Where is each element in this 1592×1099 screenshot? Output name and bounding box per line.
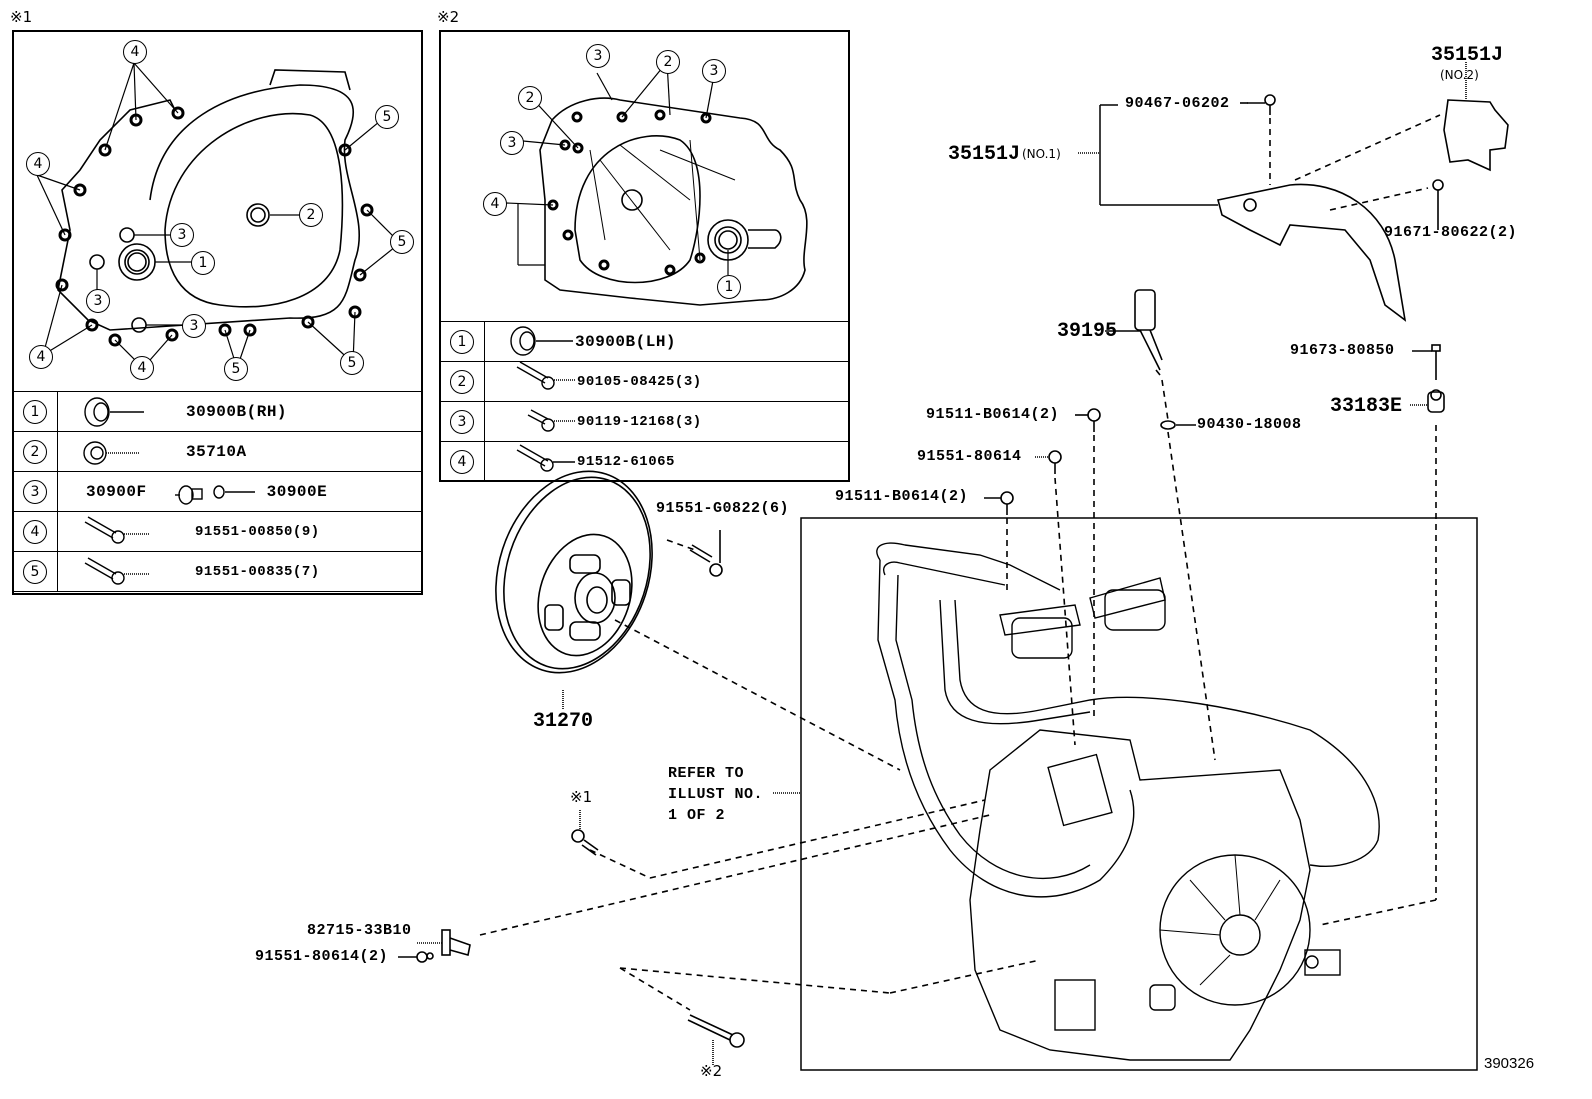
table-row: 1 30900B(RH) [12,391,423,432]
bolt-clip-drawing [416,951,434,963]
callout-3: 3 [86,289,110,313]
clip-drawing [441,929,471,957]
part-number[interactable]: 91551-00835(7) [195,563,320,580]
transaxle-assembly-drawing [876,542,1380,1061]
part-number[interactable]: 35710A [186,442,247,461]
callout-4: 4 [29,345,53,369]
panel1-marker: ※1 [10,8,33,26]
callout-5: 5 [340,351,364,375]
row-number: 2 [23,439,47,464]
callout-5: 5 [224,357,248,381]
ref1-marker: ※1 [570,788,593,806]
callout-3: 3 [182,314,206,338]
callout-3: 3 [500,131,524,155]
part-label-bracket-bolt[interactable]: 91671-80622(2) [1384,224,1518,241]
part-number[interactable]: 91512-61065 [577,453,675,470]
callout-5: 5 [375,105,399,129]
illustration-id: 390326 [1484,1055,1535,1072]
part-label-bolt-b[interactable]: 91551-80614 [917,448,1022,465]
table-row: 1 30900B(LH) [439,321,850,362]
callout-1: 1 [717,275,741,299]
ref2-bolt-drawing [687,1014,745,1048]
panel2-marker: ※2 [437,8,460,26]
part-label-screw[interactable]: 90467-06202 [1125,95,1230,112]
table-row: 5 91551-00835(7) [12,551,423,592]
part-label-dipstick[interactable]: 39195 [1057,320,1118,343]
callout-2: 2 [299,203,323,227]
bracket-no1-drawing [1217,183,1407,322]
ref1-bolt-drawing [571,829,599,856]
part-label-mount[interactable]: 33183E [1330,395,1403,418]
callout-2: 2 [656,50,680,74]
part-number[interactable]: 91551-00850(9) [195,523,320,540]
refer-note-line: REFER TO [668,765,745,782]
row-number: 1 [23,399,47,424]
row-number: 4 [450,449,474,474]
panel2-parts-table: 1 30900B(LH) 2 90105-08425(3) 3 90119-12… [439,321,850,482]
part-label-bolt-a[interactable]: 91511-B0614(2) [926,406,1060,423]
dipstick-drawing [1134,289,1163,376]
bolt-mount-drawing [1431,344,1441,380]
row-number: 2 [450,369,474,394]
callout-4: 4 [123,40,147,64]
part-label-bracket-no1[interactable]: 35151J [948,143,1021,166]
table-row: 3 30900F 30900E [12,471,423,512]
callout-3: 3 [702,59,726,83]
callout-5: 5 [390,230,414,254]
refer-note-line[interactable]: ILLUST NO. [668,786,764,803]
table-row: 2 35710A [12,431,423,472]
clutch-disc-drawing [495,470,653,674]
part-label-clutch-bolt[interactable]: 91551-G0822(6) [656,500,790,517]
refer-note: REFER TO ILLUST NO. 1 OF 2 [668,763,763,826]
part-label-mount-bolt[interactable]: 91673-80850 [1290,342,1395,359]
row-number: 1 [450,329,474,354]
part-number[interactable]: 90119-12168(3) [577,413,702,430]
panel1-frame [12,30,423,595]
part-label-clutch-disc[interactable]: 31270 [533,710,594,733]
part-label-bolt-c[interactable]: 91511-B0614(2) [835,488,969,505]
part-note-no1: (NO.1) [1022,147,1061,161]
row-number: 3 [23,479,47,504]
table-row: 3 90119-12168(3) [439,401,850,442]
callout-3: 3 [586,44,610,68]
part-number[interactable]: 30900B(LH) [575,332,677,351]
row-number: 5 [23,559,47,584]
table-row: 4 91512-61065 [439,441,850,482]
refer-note-line: 1 OF 2 [668,807,726,824]
callout-4: 4 [26,152,50,176]
panel1-parts-table: 1 30900B(RH) 2 35710A 3 30900F 30900E 4 9… [12,391,423,592]
part-note-no2: (NO.2) [1440,68,1479,82]
part-label-clip-bolt[interactable]: 91551-80614(2) [255,948,389,965]
row-number: 3 [450,409,474,434]
callout-4: 4 [130,356,154,380]
clutch-bolt-drawing [689,544,723,577]
part-number[interactable]: 90105-08425(3) [577,373,702,390]
callout-2: 2 [518,86,542,110]
part-label-clip[interactable]: 82715-33B10 [307,922,412,939]
part-number[interactable]: 30900F [86,482,147,501]
table-row: 4 91551-00850(9) [12,511,423,552]
mount-drawing [1427,389,1445,413]
table-row: 2 90105-08425(3) [439,361,850,402]
callout-1: 1 [191,251,215,275]
callout-4: 4 [483,192,507,216]
ref2-marker: ※2 [700,1062,723,1080]
part-number[interactable]: 30900E [266,482,328,501]
bracket-no2-drawing [1443,99,1509,172]
part-number[interactable]: 30900B(RH) [186,402,288,421]
part-label-bracket-no2[interactable]: 35151J [1431,44,1504,67]
part-label-washer[interactable]: 90430-18008 [1197,416,1302,433]
callout-3: 3 [170,223,194,247]
transaxle-case-lh-drawing [539,97,808,306]
row-number: 4 [23,519,47,544]
